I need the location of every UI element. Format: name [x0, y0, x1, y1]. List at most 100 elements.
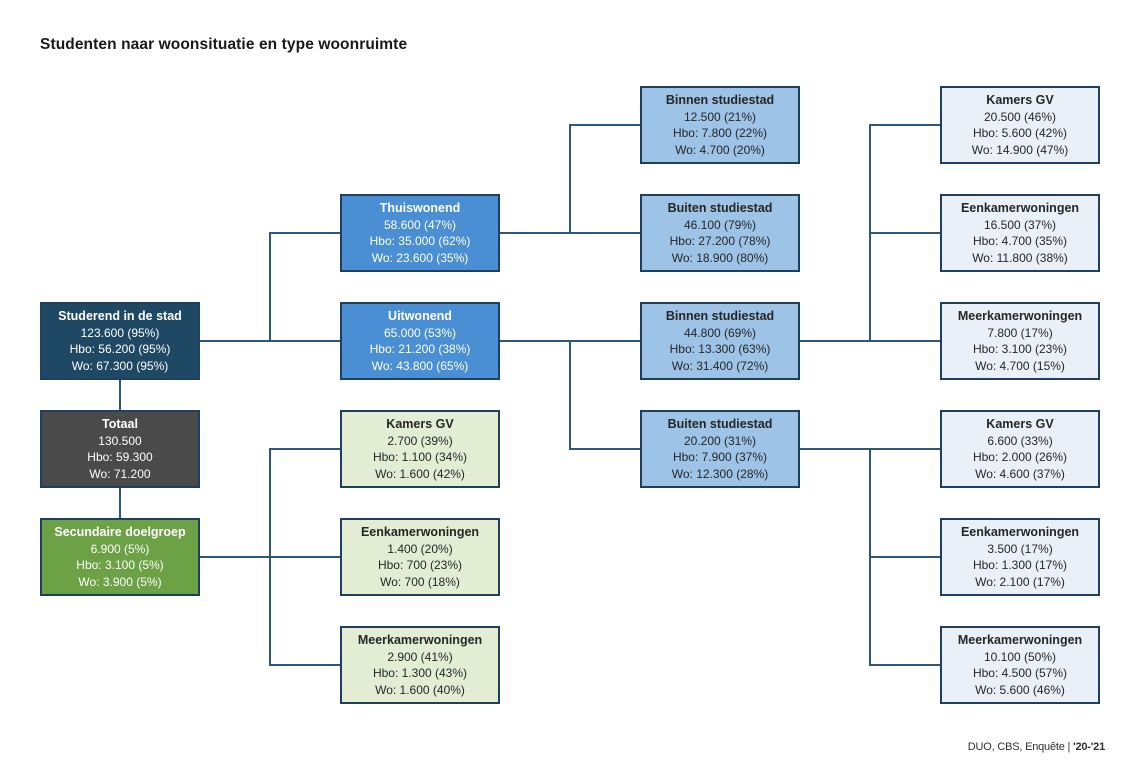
node-stat: 46.100 (79%) — [683, 217, 757, 232]
node-stat: Wo: 31.400 (72%) — [671, 358, 769, 373]
node-stat: Wo: 700 (18%) — [380, 574, 460, 589]
node-eenk1: Eenkamerwoningen 16.500 (37%)Hbo: 4.700 … — [940, 194, 1100, 272]
node-stat: Hbo: 1.100 (34%) — [372, 450, 468, 464]
node-stat: Hbo: 13.300 (63%) — [669, 342, 771, 356]
source-text: DUO, CBS, Enquête | — [967, 741, 1071, 753]
node-stat: Hbo: 5.600 (42%) — [972, 126, 1068, 140]
node-title: Studerend in de stad — [58, 309, 182, 323]
node-title: Eenkamerwoningen — [960, 525, 1080, 539]
node-kgv2: Kamers GV 6.600 (33%)Hbo: 2.000 (26%)Wo:… — [940, 410, 1100, 488]
node-stat: 6.900 (5%) — [90, 541, 150, 556]
connector-segment — [270, 340, 340, 342]
connector-segment — [270, 232, 340, 234]
node-stat: Hbo: 1.300 (43%) — [372, 666, 468, 680]
node-title: Kamers GV — [986, 417, 1054, 431]
node-stat: 130.500 — [98, 433, 142, 448]
node-title: Eenkamerwoningen — [960, 201, 1080, 215]
node-title: Eenkamerwoningen — [360, 525, 480, 539]
connector-segment — [870, 664, 940, 666]
connector-segment — [500, 340, 570, 342]
connector-segment — [270, 448, 340, 450]
node-stat: 65.000 (53%) — [383, 325, 457, 340]
page-title: Studenten naar woonsituatie en type woon… — [40, 36, 408, 53]
node-eenk2: Eenkamerwoningen 3.500 (17%) Hbo: 1.300 (… — [940, 518, 1100, 596]
connector-segment — [870, 124, 940, 126]
source-footer: DUO, CBS, Enquête | '20-'21 — [968, 741, 1105, 753]
node-title: Binnen studiestad — [665, 309, 775, 323]
node-stat: Wo: 43.800 (65%) — [371, 358, 469, 373]
node-title: Uitwonend — [388, 309, 452, 323]
node-stat: Hbo: 700 (23%) — [377, 558, 463, 572]
node-title: Secundaire doelgroep — [54, 525, 186, 539]
node-title: Totaal — [102, 417, 138, 431]
node-meerk_sec: Meerkamerwoningen 2.900 (41%) Hbo: 1.300 … — [340, 626, 500, 704]
node-stad: Studerend in de stad 123.600 (95%) Hbo: 5… — [40, 302, 200, 380]
node-title: Kamers GV — [986, 93, 1054, 107]
node-stat: Wo: 18.900 (80%) — [671, 250, 769, 265]
node-title: Buiten studiestad — [667, 201, 773, 215]
node-stat: Wo: 71.200 — [89, 466, 151, 481]
node-meerk1: Meerkamerwoningen 7.800 (17%) Hbo: 3.100 … — [940, 302, 1100, 380]
connector-segment — [500, 232, 570, 234]
connector-segment — [269, 232, 271, 342]
connector-segment — [119, 488, 121, 518]
connector-segment — [570, 448, 640, 450]
connector-segment — [200, 340, 270, 342]
node-stat: Wo: 5.600 (46%) — [975, 682, 1065, 697]
node-stat: 2.900 (41%) — [387, 649, 453, 664]
node-uit: Uitwonend 65.000 (53%) Hbo: 21.200 (38%) W… — [340, 302, 500, 380]
node-stat: 20.500 (46%) — [983, 109, 1057, 124]
node-stat: 3.500 (17%) — [987, 541, 1053, 556]
node-title: Kamers GV — [386, 417, 454, 431]
node-stat: Hbo: 4.500 (57%) — [972, 666, 1068, 680]
node-stat: Wo: 23.600 (35%) — [371, 250, 469, 265]
node-stat: Hbo: 27.200 (78%) — [669, 234, 771, 248]
node-binnen2: Binnen studiestad 44.800 (69%) Hbo: 13.30… — [640, 302, 800, 380]
node-stat: 44.800 (69%) — [683, 325, 757, 340]
node-stat: Hbo: 7.800 (22%) — [672, 126, 768, 140]
period-text: '20-'21 — [1073, 741, 1105, 753]
connector-segment — [870, 232, 940, 234]
node-binnen1: Binnen studiestad 12.500 (21%)Hbo: 7.800… — [640, 86, 800, 164]
node-stat: Wo: 11.800 (38%) — [972, 250, 1068, 265]
node-stat: Wo: 4.600 (37%) — [975, 466, 1065, 481]
node-stat: 6.600 (33%) — [987, 433, 1053, 448]
node-kgv_sec: Kamers GV 2.700 (39%) Hbo: 1.100 (34%) Wo:… — [340, 410, 500, 488]
node-stat: Wo: 1.600 (42%) — [375, 466, 465, 481]
node-stat: 7.800 (17%) — [987, 325, 1053, 340]
node-meerk2: Meerkamerwoningen 10.100 (50%) Hbo: 4.500… — [940, 626, 1100, 704]
node-kgv1: Kamers GV 20.500 (46%) Hbo: 5.600 (42%) Wo… — [940, 86, 1100, 164]
node-stat: 2.700 (39%) — [387, 433, 453, 448]
connector-segment — [570, 124, 640, 126]
node-eenk_sec: Eenkamerwoningen 1.400 (20%) Hbo: 700 (23… — [340, 518, 500, 596]
node-stat: 10.100 (50%) — [983, 649, 1057, 664]
node-stat: Wo: 3.900 (5%) — [78, 574, 162, 589]
node-stat: Hbo: 3.100 (5%) — [76, 558, 164, 572]
node-stat: 1.400 (20%) — [387, 541, 453, 556]
node-stat: Hbo: 35.000 (62%) — [369, 234, 471, 248]
node-stat: Hbo: 56.200 (95%) — [69, 342, 171, 356]
node-stat: 123.600 (95%) — [80, 325, 160, 340]
node-title: Meerkamerwoningen — [957, 309, 1083, 323]
node-stat: Hbo: 21.200 (38%) — [369, 342, 471, 356]
node-buiten2: Buiten studiestad 20.200 (31%)Hbo: 7.900… — [640, 410, 800, 488]
node-stat: 12.500 (21%) — [683, 109, 757, 124]
node-stat: Wo: 1.600 (40%) — [375, 682, 465, 697]
node-title: Meerkamerwoningen — [957, 633, 1083, 647]
node-stat: Wo: 14.900 (47%) — [971, 142, 1069, 157]
node-stat: 20.200 (31%) — [683, 433, 757, 448]
connector-segment — [870, 556, 940, 558]
node-stat: Wo: 12.300 (28%) — [671, 466, 769, 481]
node-stat: Hbo: 1.300 (17%) — [972, 558, 1068, 572]
connector-segment — [119, 380, 121, 410]
connector-segment — [270, 664, 340, 666]
node-title: Thuiswonend — [379, 201, 461, 215]
node-stat: Wo: 4.700 (15%) — [975, 358, 1065, 373]
connector-segment — [870, 448, 940, 450]
connector-segment — [270, 556, 340, 558]
connector-segment — [569, 340, 571, 450]
node-title: Meerkamerwoningen — [357, 633, 483, 647]
node-stat: Hbo: 3.100 (23%) — [972, 342, 1068, 356]
connector-segment — [870, 340, 940, 342]
